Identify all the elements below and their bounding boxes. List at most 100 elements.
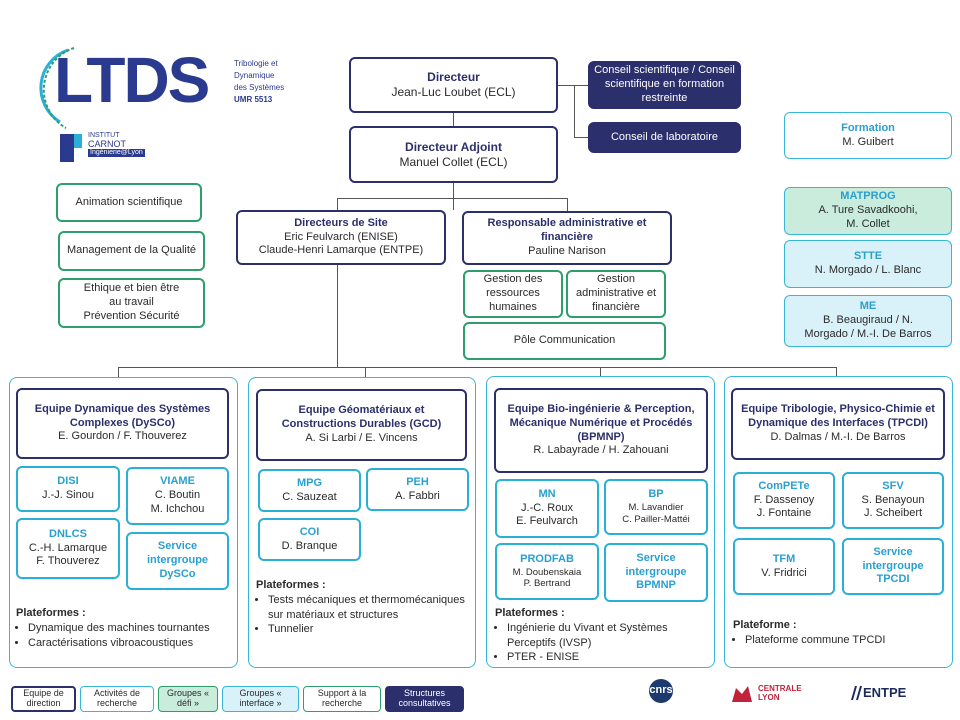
formation-names: M. Guibert (842, 135, 894, 148)
platform-item: Caractérisations vibroacoustiques (28, 636, 234, 650)
formation-title: Formation (841, 121, 895, 134)
group-member: S. Benayoun (861, 493, 925, 506)
carnot-logo: INSTITUT CARNOT Ingénierie@Lyon (60, 132, 160, 164)
connector (453, 113, 454, 126)
group-title: PEH (406, 475, 429, 488)
matprog-name-2: M. Collet (846, 217, 890, 230)
group-title: COI (299, 525, 320, 538)
directeur-adjoint-name: Manuel Collet (ECL) (399, 154, 508, 169)
group-title: TFM (772, 552, 796, 565)
team-header-dysco[interactable]: Equipe Dynamique des Systèmes Complexes … (16, 388, 229, 459)
me-box[interactable]: ME B. Beaugiraud / N. Morgado / M.-I. De… (784, 295, 952, 347)
platforms-dysco: Plateformes : Dynamique des machines tou… (16, 606, 234, 650)
ethique-box[interactable]: Ethique et bien être au travail Préventi… (58, 278, 205, 328)
group-title: ComPETe (758, 479, 810, 492)
group-mn[interactable]: MN J.-C. Roux E. Feulvarch (495, 479, 599, 538)
group-member: C. Pailler-Mattéi (622, 513, 690, 525)
group-title: DISI (57, 475, 79, 488)
directeurs-site-name-1: Eric Feulvarch (ENISE) (284, 230, 398, 243)
group-member: C. Boutin (154, 489, 201, 502)
group-disi[interactable]: DISI J.-J. Sinou (16, 466, 120, 512)
carnot-line-1: INSTITUT (88, 132, 120, 139)
pole-communication-box[interactable]: Pôle Communication (463, 322, 666, 360)
group-prodfab[interactable]: PRODFAB M. Doubenskaia P. Bertrand (495, 543, 599, 600)
ltds-logo-arc-icon (39, 47, 75, 129)
carnot-line-3: Ingénierie@Lyon (88, 149, 145, 157)
group-bp[interactable]: BP M. Lavandier C. Pailler-Mattéi (604, 479, 708, 535)
directeur-adjoint-title: Directeur Adjoint (405, 139, 502, 154)
group-member: C. Sauzeat (282, 490, 337, 503)
cnrs-logo: cnrs (642, 678, 680, 704)
entpe-stripes-icon (851, 686, 862, 700)
group-service-tpcdi[interactable]: Service intergroupe TPCDI (842, 538, 944, 595)
group-viame[interactable]: VIAME C. Boutin M. Ichchou (126, 467, 229, 525)
legend-label: Equipe de direction (23, 688, 64, 708)
group-coi[interactable]: COI D. Branque (258, 518, 361, 561)
centrale-lyon-logo: CENTRALE LYON (730, 680, 815, 708)
cnrs-logo-text: cnrs (649, 684, 673, 696)
conseil-scientifique-box[interactable]: Conseil scientifique / Conseil scientifi… (588, 61, 741, 109)
logo-sub-2: Dynamique (234, 71, 275, 80)
team-leaders-dysco: E. Gourdon / F. Thouverez (58, 430, 187, 443)
conseil-laboratoire-label: Conseil de laboratoire (610, 130, 718, 143)
ressources-humaines-box[interactable]: Gestion des ressources humaines (463, 270, 563, 318)
ethique-line-2: au travail (109, 296, 154, 309)
connector (567, 198, 568, 211)
group-compete[interactable]: ComPETe F. Dassenoy J. Fontaine (733, 472, 835, 529)
team-header-gcd[interactable]: Equipe Géomatériaux et Constructions Dur… (256, 389, 467, 461)
conseil-laboratoire-box[interactable]: Conseil de laboratoire (588, 122, 741, 153)
group-service-bpmnp[interactable]: Service intergroupe BPMNP (604, 543, 708, 602)
group-member: F. Dassenoy (753, 493, 815, 506)
logo-umr: UMR 5513 (234, 95, 273, 104)
carnot-line-2: CARNOT (88, 139, 126, 149)
connector (836, 367, 837, 377)
conseil-scientifique-label: Conseil scientifique / Conseil scientifi… (594, 64, 735, 104)
responsable-admin-name: Pauline Narison (528, 244, 606, 257)
platform-item: Plateforme commune TPCDI (745, 633, 947, 647)
ethique-line-1: Ethique et bien être (83, 282, 180, 295)
me-name-1: B. Beaugiraud / N. (823, 314, 913, 327)
directeur-name: Jean-Luc Loubet (ECL) (391, 85, 516, 99)
ltds-logo-subtitle: Tribologie et Dynamique des Systèmes UMR… (234, 58, 284, 106)
directeurs-site-box[interactable]: Directeurs de Site Eric Feulvarch (ENISE… (236, 210, 446, 265)
matprog-box[interactable]: MATPROG A. Ture Savadkoohi, M. Collet (784, 187, 952, 235)
stte-names: N. Morgado / L. Blanc (814, 264, 922, 276)
group-title: PRODFAB (520, 552, 574, 565)
ethique-line-3: Prévention Sécurité (83, 309, 180, 322)
group-peh[interactable]: PEH A. Fabbri (366, 468, 469, 511)
group-member: J.-J. Sinou (42, 489, 94, 501)
group-mpg[interactable]: MPG C. Sauzeat (258, 469, 361, 512)
team-header-bpmnp[interactable]: Equipe Bio-ingénierie & Perception, Méca… (494, 388, 708, 473)
stte-box[interactable]: STTE N. Morgado / L. Blanc (784, 240, 952, 288)
matprog-title: MATPROG (840, 190, 896, 203)
responsable-admin-title: Responsable administrative et financière (487, 217, 647, 244)
connector (453, 183, 454, 210)
connector (337, 265, 338, 367)
legend-label: Structures consultatives (398, 688, 451, 708)
ltds-logo: LTDS Tribologie et Dynamique des Système… (30, 42, 290, 132)
group-title: VIAME (160, 475, 195, 488)
group-member: M. Ichchou (150, 502, 205, 515)
responsable-admin-box[interactable]: Responsable administrative et financière… (462, 211, 672, 265)
legend-label: Support à la recherche (317, 688, 367, 708)
platform-item: PTER - ENISE (507, 650, 710, 664)
group-member: D. Branque (281, 539, 338, 552)
team-header-tpcdi[interactable]: Equipe Tribologie, Physico-Chimie et Dyn… (731, 388, 945, 460)
legend-consultatives: Structures consultatives (385, 686, 464, 712)
group-service-dysco[interactable]: Service intergroupe DySCo (126, 532, 229, 590)
centrale-line-1: CENTRALE (758, 684, 802, 693)
centrale-lion-icon (732, 686, 752, 702)
pole-communication-label: Pôle Communication (513, 334, 616, 347)
animation-scientifique-box[interactable]: Animation scientifique (56, 183, 202, 222)
group-tfm[interactable]: TFM V. Fridrici (733, 538, 835, 595)
directeur-adjoint-box[interactable]: Directeur Adjoint Manuel Collet (ECL) (349, 126, 558, 183)
directeur-box[interactable]: Directeur Jean-Luc Loubet (ECL) (349, 57, 558, 113)
formation-box[interactable]: Formation M. Guibert (784, 112, 952, 159)
connector (574, 137, 588, 138)
qualite-label: Management de la Qualité (66, 244, 197, 257)
group-dnlcs[interactable]: DNLCS C.-H. Lamarque F. Thouverez (16, 518, 120, 579)
gestion-admin-box[interactable]: Gestion administrative et financière (566, 270, 666, 318)
group-sfv[interactable]: SFV S. Benayoun J. Scheibert (842, 472, 944, 529)
group-member: M. Doubenskaia (512, 566, 582, 578)
qualite-box[interactable]: Management de la Qualité (58, 231, 205, 271)
